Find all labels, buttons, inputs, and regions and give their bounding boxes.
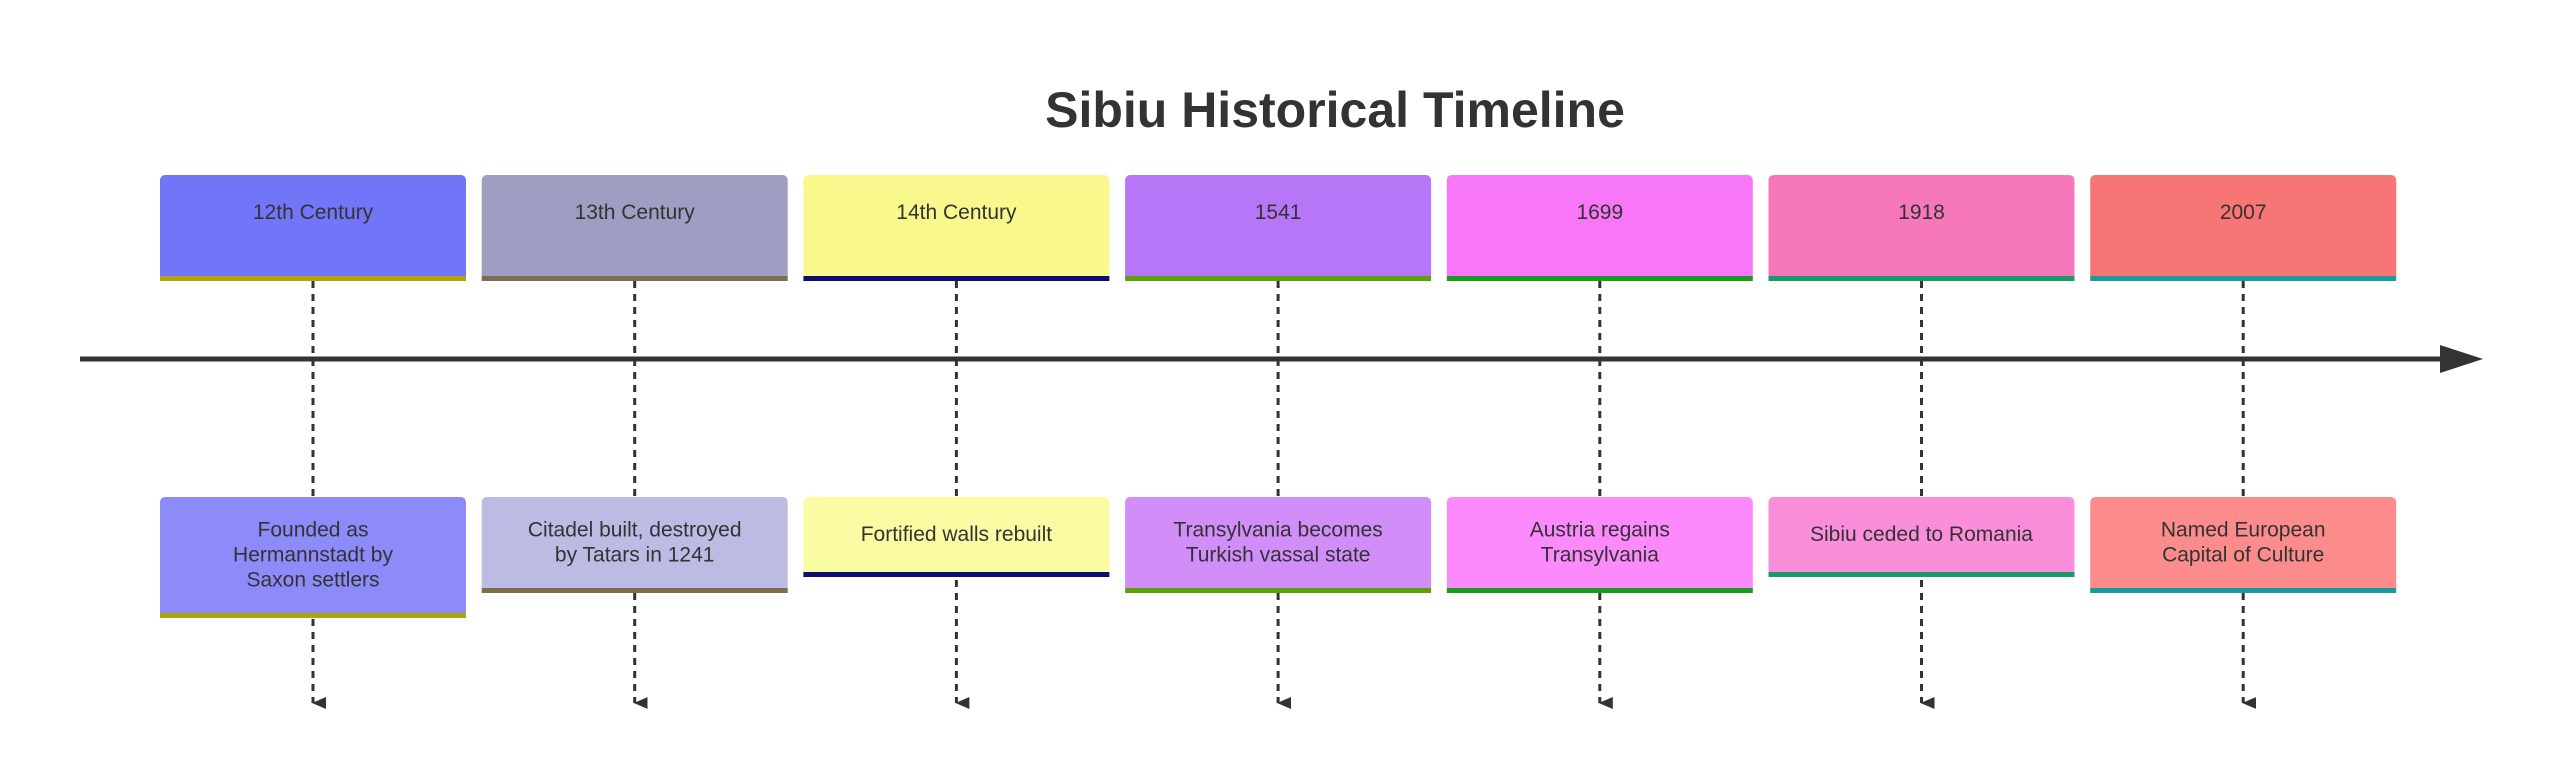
event-text-line: Fortified walls rebuilt <box>861 523 1053 546</box>
period-card: 1541 <box>1125 175 1432 281</box>
period-box <box>1125 175 1432 281</box>
event-text-line: by Tatars in 1241 <box>555 544 715 567</box>
period-label: 14th Century <box>896 201 1017 224</box>
event-text-line: Saxon settlers <box>246 569 379 592</box>
event-text-line: Founded as <box>258 519 369 542</box>
event-text-line: Capital of Culture <box>2162 544 2324 567</box>
event-box-underline <box>1446 588 1753 593</box>
event-text-line: Sibiu ceded to Romania <box>1810 523 2033 546</box>
period-box-underline <box>2090 276 2397 281</box>
event-box <box>2090 497 2397 593</box>
period-card: 14th Century <box>803 175 1110 281</box>
period-label: 12th Century <box>253 201 374 224</box>
period-box <box>1446 175 1753 281</box>
period-card: 13th Century <box>481 175 788 281</box>
event-box <box>1125 497 1432 593</box>
event-box-underline <box>1768 572 2075 577</box>
period-box-underline <box>803 276 1110 281</box>
event-text-line: Hermannstadt by <box>233 544 393 567</box>
period-label: 1918 <box>1898 201 1945 224</box>
period-label: 1541 <box>1255 201 1302 224</box>
event-box-underline <box>803 572 1110 577</box>
period-box <box>160 175 466 281</box>
timeline-axis <box>80 345 2483 373</box>
event-text-line: Turkish vassal state <box>1186 544 1371 567</box>
period-box <box>803 175 1110 281</box>
event-box <box>803 497 1110 577</box>
period-box-underline <box>1125 276 1432 281</box>
period-label: 13th Century <box>575 201 696 224</box>
period-box-underline <box>1768 276 2075 281</box>
period-box <box>2090 175 2397 281</box>
period-box-underline <box>1446 276 1753 281</box>
event-text-line: Transylvania becomes <box>1173 519 1382 542</box>
connector-layer <box>311 281 2257 709</box>
event-box-underline <box>160 613 466 618</box>
timeline-axis-arrowhead <box>2440 345 2483 373</box>
event-text-line: Citadel built, destroyed <box>528 519 742 542</box>
event-card: Sibiu ceded to Romania <box>1768 497 2075 577</box>
period-box-underline <box>160 276 466 281</box>
event-box <box>481 497 788 593</box>
event-card: Fortified walls rebuilt <box>803 497 1110 577</box>
period-box <box>1768 175 2075 281</box>
diagram-title: Sibiu Historical Timeline <box>1045 82 1625 138</box>
period-label: 2007 <box>2220 201 2267 224</box>
period-card: 12th Century <box>160 175 466 281</box>
event-box-underline <box>1125 588 1432 593</box>
event-text-line: Named European <box>2161 519 2326 542</box>
period-box <box>481 175 788 281</box>
period-card: 2007 <box>2090 175 2397 281</box>
event-text-line: Austria regains <box>1530 519 1670 542</box>
period-card: 1699 <box>1446 175 1753 281</box>
event-box <box>1446 497 1753 593</box>
period-label: 1699 <box>1576 201 1623 224</box>
period-box-underline <box>481 276 788 281</box>
event-box <box>1768 497 2075 577</box>
event-box-underline <box>481 588 788 593</box>
event-box <box>160 497 466 618</box>
event-box-underline <box>2090 588 2397 593</box>
event-text-line: Transylvania <box>1541 544 1660 567</box>
period-card: 1918 <box>1768 175 2075 281</box>
